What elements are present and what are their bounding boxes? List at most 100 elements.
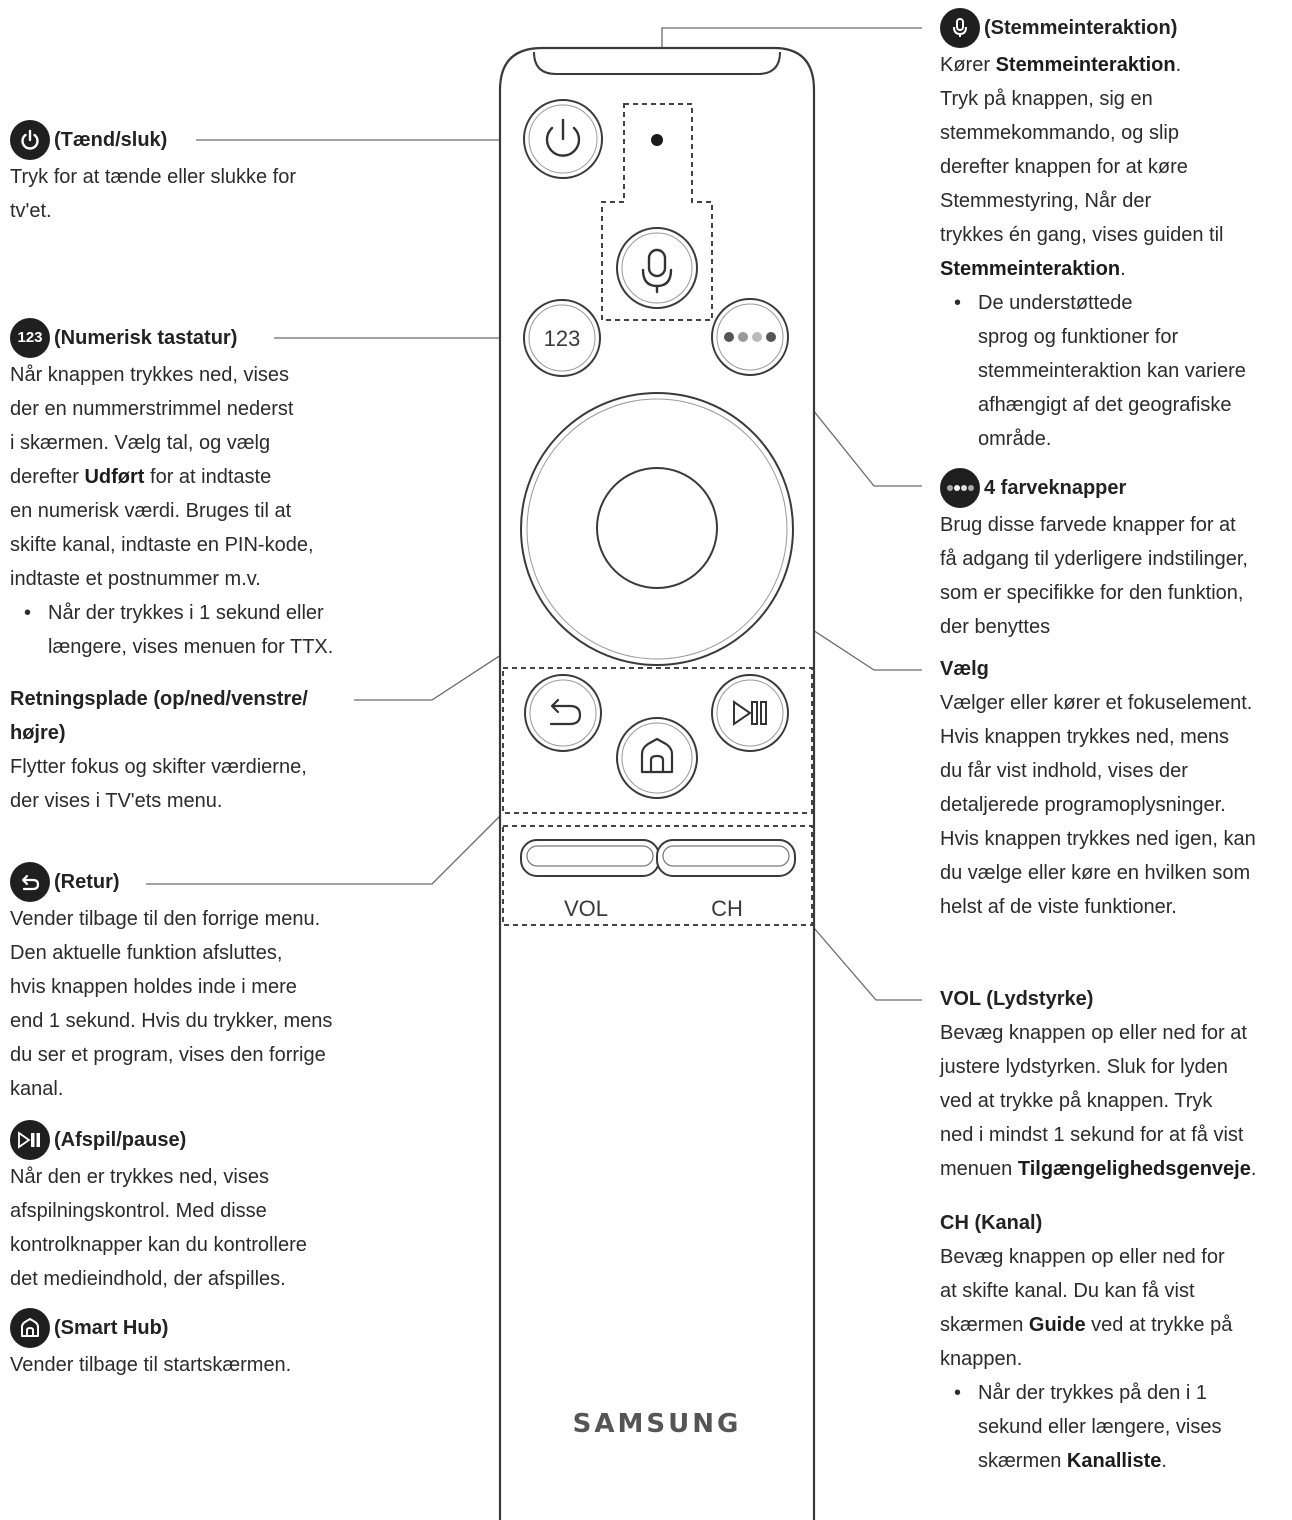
numeric-heading: 123 (Numerisk tastatur) [10,318,333,358]
play-description: (Afspil/pause) Når den er trykkes ned, v… [10,1120,307,1296]
direction-text-line: Flytter fokus og skifter værdierne, [10,756,307,778]
microphone-icon [641,248,673,294]
numeric-text-line: der en nummerstrimmel nederst [10,398,294,420]
play-text-line: det medieindhold, der afspilles. [10,1268,286,1290]
select-text-line: Vælger eller kører et fokuselement. [940,692,1253,714]
back-text-line: du ser et program, vises den forrige [10,1044,326,1066]
power-heading: (Tænd/sluk) [10,120,296,160]
power-icon [545,126,581,157]
ch-bullet: •Når der trykkes på den i 1 [954,1382,1207,1404]
voice-button[interactable] [616,227,698,309]
play-heading: (Afspil/pause) [10,1120,307,1160]
voice-text-line: Tryk på knappen, sig en [940,88,1153,110]
ch-text-line: Bevæg knappen op eller ned for [940,1246,1225,1268]
back-text-line: hvis knappen holdes inde i mere [10,976,297,998]
color-description: 4 farveknapper Brug disse farvede knappe… [940,468,1248,644]
numeric-text-line: i skærmen. Vælg tal, og vælg [10,432,271,454]
select-button[interactable] [596,467,718,589]
remote-top-edge [533,51,781,75]
vol-text-line: ned i mindst 1 sekund for at få vist [940,1124,1244,1146]
numeric-bullet-cont: længere, vises menuen for TTX. [48,636,334,658]
direction-description: Retningsplade (op/ned/venstre/ højre) Fl… [10,682,308,818]
voice-title: (Stemmeinteraktion) [984,17,1178,39]
numeric-text-line: indtaste et postnummer m.v. [10,568,261,590]
vol-label: VOL [564,896,608,921]
color-dots-icon [940,468,980,508]
home-button[interactable] [616,717,698,799]
play-title: (Afspil/pause) [54,1129,187,1151]
vol-description: VOL (Lydstyrke) Bevæg knappen op eller n… [940,982,1256,1186]
play-text-line: afspilningskontrol. Med disse [10,1200,267,1222]
numeric-text-line: Når knappen trykkes ned, vises [10,364,290,386]
back-text-line: kanal. [10,1078,64,1100]
home-title: (Smart Hub) [54,1317,169,1339]
ch-text-line: at skifte kanal. Du kan få vist [940,1280,1195,1302]
select-text-line: du vælge eller køre en hvilken som [940,862,1251,884]
microphone-icon [940,8,980,48]
back-description: (Retur) Vender tilbage til den forrige m… [10,862,332,1106]
color-dots-icon [724,332,776,342]
microphone-area-outline [601,103,713,321]
ch-bullet-cont: sekund eller længere, vises [978,1416,1222,1438]
numeric-title: (Numerisk tastatur) [54,327,238,349]
voice-bullet: •De understøttede [954,292,1133,314]
numeric-keypad-button[interactable]: 123 [523,299,601,377]
play-pause-icon [733,700,767,726]
ch-label: CH [711,896,743,921]
numeric-button-label: 123 [544,326,581,351]
play-pause-icon [10,1120,50,1160]
voice-bullet-cont: afhængigt af det geografiske [978,394,1232,416]
ch-text-line: knappen. [940,1348,1023,1370]
ch-title: CH (Kanal) [940,1212,1043,1234]
select-title: Vælg [940,658,989,680]
back-text-line: Den aktuelle funktion afsluttes, [10,942,283,964]
power-button[interactable] [523,99,603,179]
direction-title-cont: højre) [10,722,66,744]
numeric-text-line: derefter Udført for at indtaste [10,466,272,488]
direction-text-line: der vises i TV'ets menu. [10,790,223,812]
numeric-bullet: •Når der trykkes i 1 sekund eller [24,602,324,624]
numeric-keypad-icon: 123 [10,318,50,358]
vol-rocker[interactable] [520,839,660,877]
leader-vol [813,927,922,1001]
voice-bullet-cont: område. [978,428,1052,450]
voice-bullet-cont: sprog og funktioner for [978,326,1179,348]
power-description: (Tænd/sluk) Tryk for at tænde eller sluk… [10,120,296,228]
back-button[interactable] [524,674,602,752]
home-icon [640,737,674,774]
play-text-line: kontrolknapper kan du kontrollere [10,1234,307,1256]
back-arrow-icon [10,862,50,902]
play-pause-button[interactable] [711,674,789,752]
select-text-line: detaljerede programoplysninger. [940,794,1226,816]
voice-description: (Stemmeinteraktion) Kører Stemmeinterakt… [940,8,1246,456]
voice-text-line: Kører Stemmeinteraktion. [940,54,1182,76]
power-title: (Tænd/sluk) [54,129,168,151]
voice-text-line: derefter knappen for at køre [940,156,1188,178]
power-text-line: tv'et. [10,200,52,222]
voice-text-line: trykkes én gang, vises guiden til [940,224,1224,246]
media-buttons-area-outline [502,667,813,814]
back-title: (Retur) [54,871,120,893]
select-text-line: Hvis knappen trykkes ned igen, kan [940,828,1256,850]
select-description: Vælg Vælger eller kører et fokuselement.… [940,652,1256,924]
vol-text-line: ved at trykke på knappen. Tryk [940,1090,1213,1112]
voice-text-line: Stemmestyring, Når der [940,190,1152,212]
voice-text-line: stemmekommando, og slip [940,122,1179,144]
voice-bullet-cont: stemmeinteraktion kan variere [978,360,1246,382]
ch-rocker[interactable] [656,839,796,877]
vol-text-line: menuen Tilgængelighedsgenveje. [940,1158,1257,1180]
numeric-text-line: skifte kanal, indtaste en PIN-kode, [10,534,314,556]
color-title: 4 farveknapper [984,477,1127,499]
color-text-line: få adgang til yderligere indstilinger, [940,548,1248,570]
power-icon [10,120,50,160]
color-heading: 4 farveknapper [940,468,1248,508]
vol-ch-area-outline [502,825,813,926]
ch-text-line: skærmen Guide ved at trykke på [940,1314,1233,1336]
back-text-line: Vender tilbage til den forrige menu. [10,908,321,930]
power-text-line: Tryk for at tænde eller slukke for [10,166,297,188]
color-button[interactable] [711,298,789,376]
vol-text-line: Bevæg knappen op eller ned for at [940,1022,1247,1044]
back-text-line: end 1 sekund. Hvis du trykker, mens [10,1010,333,1032]
select-text-line: Hvis knappen trykkes ned, mens [940,726,1230,748]
